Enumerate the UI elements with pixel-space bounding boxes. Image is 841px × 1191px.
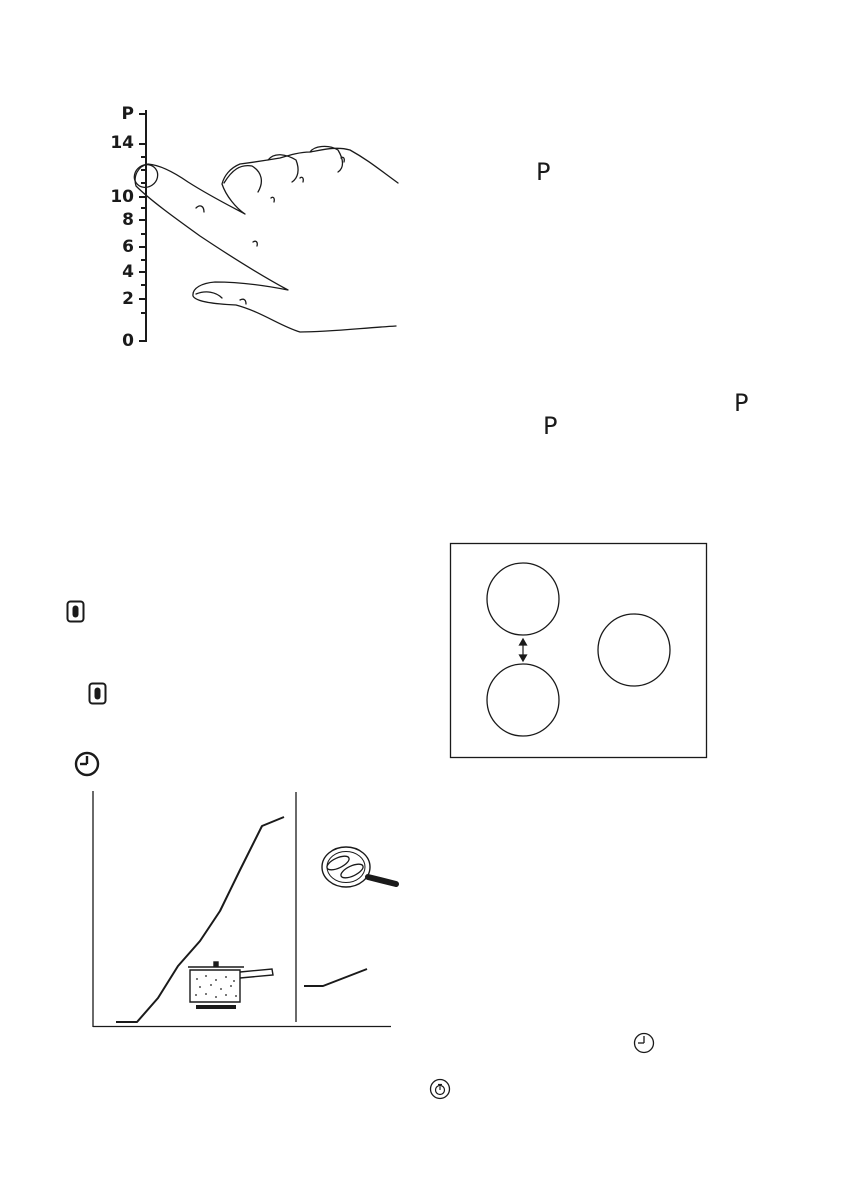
frying-pan-icon: [0, 0, 841, 1191]
